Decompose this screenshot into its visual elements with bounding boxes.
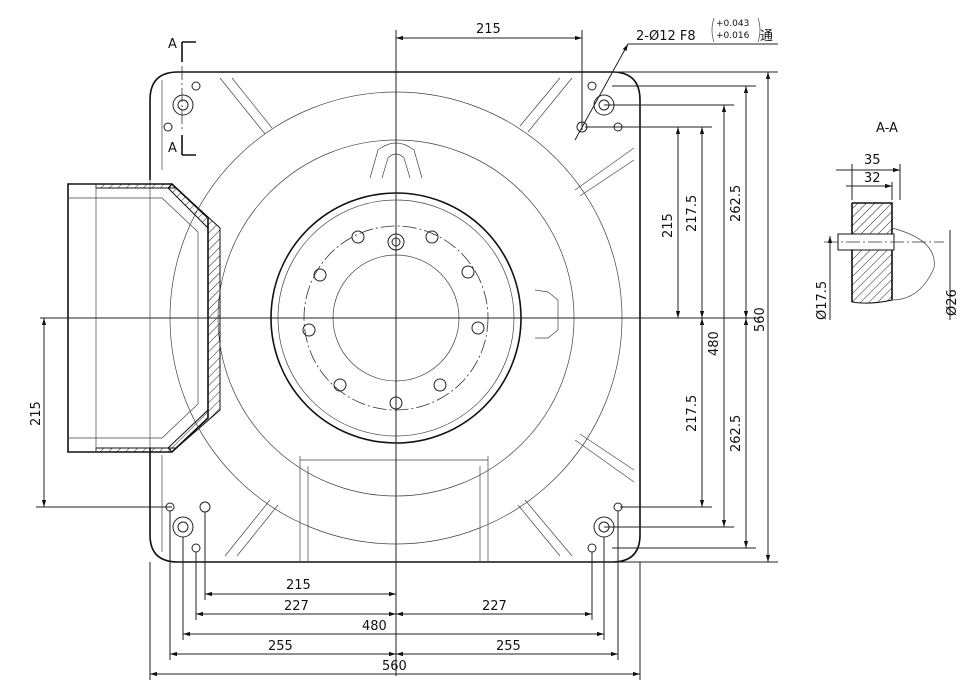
- hole-callout-tol-upper: +0.043: [716, 19, 749, 29]
- dim-left-215: 215: [29, 318, 172, 508]
- hole-callout-tol-lower: +0.016: [716, 31, 750, 41]
- section-marker: A A: [168, 37, 196, 156]
- section-dim-35: 35: [864, 153, 881, 168]
- mount-holes: [163, 81, 623, 553]
- dim-bottom-227-left-label: 227: [284, 599, 309, 614]
- dims-right: 215 217.5 262.5 480 217.5 262.5 560: [585, 71, 778, 563]
- dim-right-262-5-lower-label: 262.5: [729, 415, 744, 452]
- dim-bottom-227-right-label: 227: [482, 599, 507, 614]
- section-view: A-A 35 32 Ø17.5 Ø26: [815, 121, 960, 320]
- ribs: [219, 77, 635, 557]
- dim-top-215: 215: [396, 22, 583, 130]
- dim-bottom-255-right-label: 255: [496, 639, 521, 654]
- dim-bottom-215-label: 215: [286, 578, 311, 593]
- dim-bottom-560-label: 560: [382, 659, 407, 674]
- dim-left-215-label: 215: [29, 401, 44, 426]
- dims-bottom: 215 227 227 480 255 255 560: [149, 511, 641, 680]
- section-dim-phi17-5: Ø17.5: [815, 281, 830, 320]
- hole-callout-main: 2-Ø12 F8: [636, 29, 696, 44]
- section-title: A-A: [876, 121, 898, 136]
- dim-top-215-label: 215: [476, 22, 501, 37]
- dim-bottom-480-label: 480: [362, 619, 387, 634]
- center-lines: [40, 30, 760, 676]
- dim-right-262-5-upper-label: 262.5: [729, 185, 744, 222]
- bolt-holes: [302, 230, 485, 410]
- dim-right-217-5-upper-label: 217.5: [685, 195, 700, 232]
- base-plate-outline: [149, 71, 641, 563]
- dim-right-560-label: 560: [753, 307, 768, 332]
- dim-right-215-label: 215: [661, 213, 676, 238]
- dim-right-217-5-lower-label: 217.5: [685, 395, 700, 432]
- dim-right-480-label: 480: [707, 331, 722, 356]
- section-marker-bottom: A: [168, 141, 177, 156]
- hole-callout-suffix: 通: [760, 29, 773, 44]
- dim-bottom-255-left-label: 255: [268, 639, 293, 654]
- section-dim-phi26: Ø26: [945, 289, 960, 316]
- section-dim-32: 32: [864, 171, 881, 186]
- hole-callout: 2-Ø12 F8 +0.043 +0.016 通: [574, 17, 778, 141]
- section-marker-top: A: [168, 37, 177, 52]
